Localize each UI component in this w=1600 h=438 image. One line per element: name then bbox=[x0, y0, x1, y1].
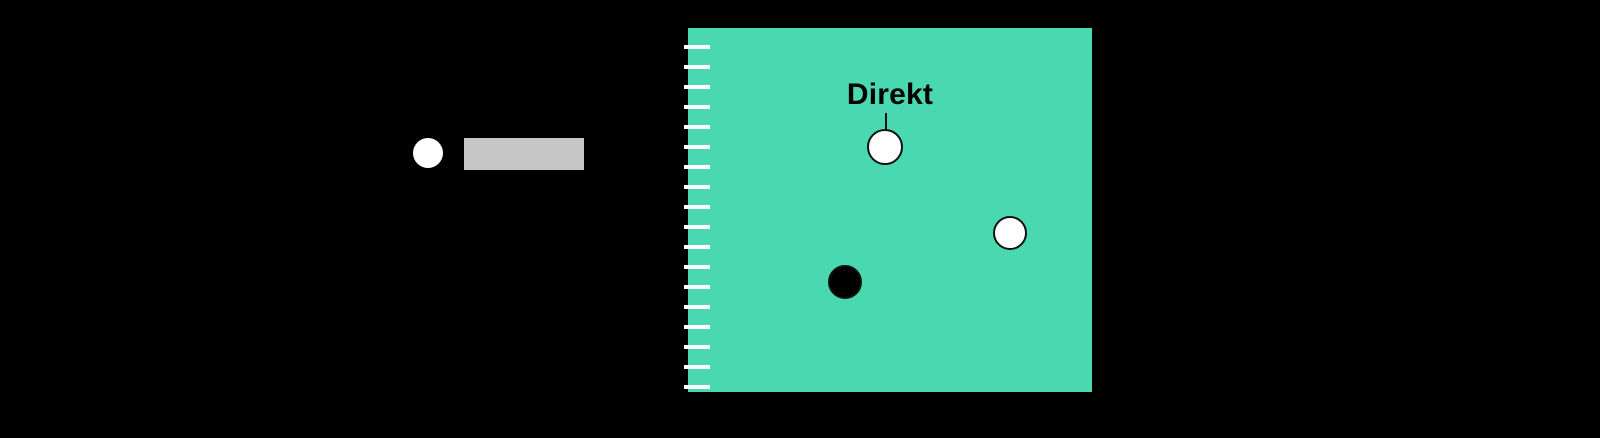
direkt-marker[interactable] bbox=[867, 129, 903, 165]
axis-tick bbox=[684, 145, 710, 149]
axis-tick bbox=[684, 85, 710, 89]
axis-tick bbox=[684, 185, 710, 189]
legend-marker-icon bbox=[413, 138, 443, 168]
axis-tick bbox=[684, 325, 710, 329]
green-panel bbox=[688, 28, 1092, 392]
axis-tick bbox=[684, 385, 710, 389]
axis-tick bbox=[684, 285, 710, 289]
axis-tick bbox=[684, 45, 710, 49]
axis-tick bbox=[684, 165, 710, 169]
axis-tick bbox=[684, 225, 710, 229]
axis-tick bbox=[684, 205, 710, 209]
axis-tick bbox=[684, 65, 710, 69]
axis-tick bbox=[684, 305, 710, 309]
legend-bar bbox=[464, 138, 584, 170]
leader-line bbox=[885, 113, 887, 131]
panel-label: Direkt bbox=[846, 78, 934, 111]
axis-tick bbox=[684, 245, 710, 249]
axis-tick bbox=[684, 105, 710, 109]
axis-tick bbox=[684, 265, 710, 269]
lower-left-marker[interactable] bbox=[828, 265, 862, 299]
axis-tick bbox=[684, 125, 710, 129]
axis-tick bbox=[684, 365, 710, 369]
axis-tick bbox=[684, 345, 710, 349]
right-marker[interactable] bbox=[993, 216, 1027, 250]
